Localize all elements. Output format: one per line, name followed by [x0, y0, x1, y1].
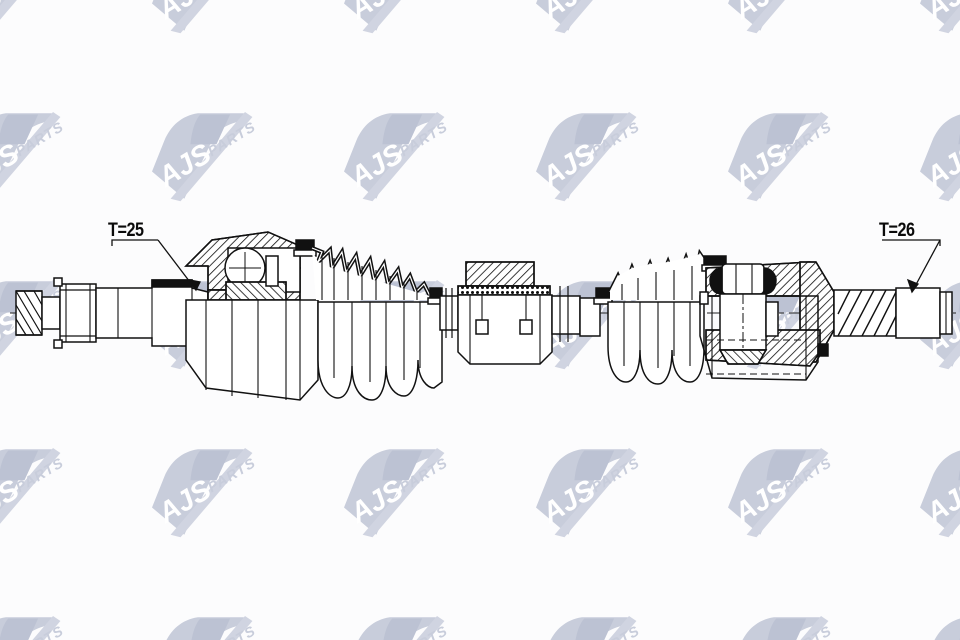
center-support-bearing — [457, 261, 553, 365]
tripod-roller — [709, 263, 779, 365]
outer-nut — [41, 277, 97, 349]
right-splined-shaft — [833, 287, 953, 339]
outer-bolt-head — [15, 290, 43, 336]
left-cv-joint-outer-shell — [185, 299, 319, 401]
leader-line-right — [882, 239, 941, 294]
intermediate-shaft-right — [551, 286, 601, 342]
leader-line-left — [111, 239, 201, 292]
left-boot-clamp-small — [293, 239, 317, 257]
right-tripod-joint-housing — [699, 261, 835, 381]
intermediate-shaft-left — [439, 288, 459, 338]
left-cv-joint-ball-cage — [224, 247, 301, 301]
left-spline-tooth-region — [151, 279, 193, 288]
left-rubber-boot — [311, 245, 443, 401]
right-rubber-boot — [607, 248, 710, 385]
